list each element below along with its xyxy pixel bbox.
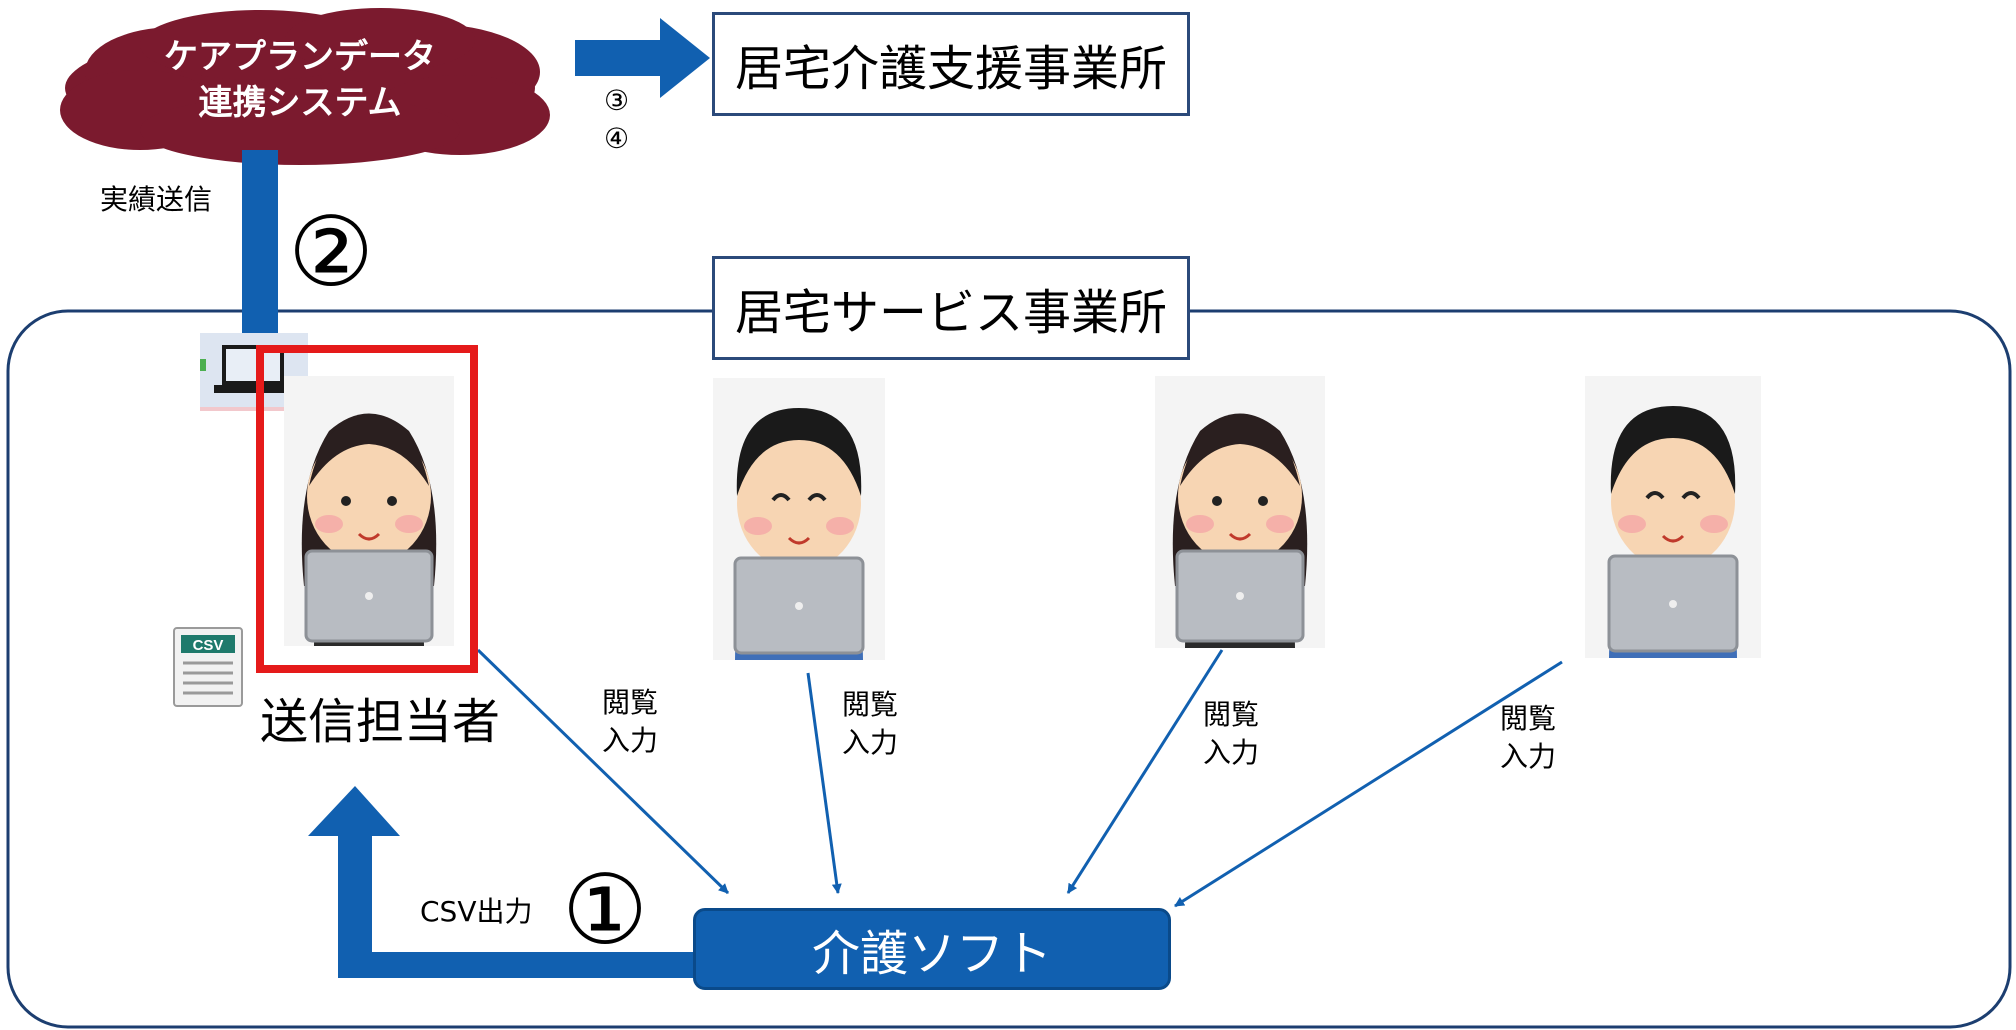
arrow-view-input-3 — [1066, 649, 1224, 894]
service-office-box: 居宅サービス事業所 — [712, 256, 1190, 360]
view-label: 閲覧 — [1203, 698, 1260, 731]
step1-label: ① — [562, 854, 649, 966]
input-label: 入力 — [1500, 740, 1557, 773]
cloud-icon — [60, 8, 550, 165]
service-office-label: 居宅サービス事業所 — [734, 285, 1167, 341]
woman-with-laptop — [1155, 376, 1325, 648]
woman-with-laptop — [284, 376, 454, 646]
send-results-bar — [242, 150, 278, 336]
support-office-box: 居宅介護支援事業所 — [712, 12, 1190, 116]
view-label: 閲覧 — [1500, 702, 1557, 735]
view-input-label-1: 閲覧 入力 — [602, 684, 658, 760]
man-with-laptop — [713, 378, 885, 660]
input-label: 入力 — [602, 724, 659, 757]
man-with-laptop — [1585, 376, 1761, 658]
csv-output-arrow — [308, 786, 696, 978]
view-label: 閲覧 — [842, 688, 899, 721]
step3-label: ③ — [604, 84, 630, 117]
care-software-label: 介護ソフト — [811, 926, 1052, 982]
input-label: 入力 — [842, 726, 899, 759]
sender-label: 送信担当者 — [260, 694, 501, 750]
view-input-label-3: 閲覧 入力 — [1203, 696, 1259, 772]
sender-highlight-frame — [256, 345, 478, 673]
send-results-label: 実績送信 — [100, 183, 213, 216]
step2-label: ② — [288, 196, 375, 308]
input-label: 入力 — [1203, 736, 1260, 769]
arrow-view-input-1 — [476, 648, 730, 895]
view-label: 閲覧 — [602, 686, 659, 719]
support-office-label: 居宅介護支援事業所 — [734, 41, 1167, 97]
csv-icon-text: CSV — [193, 637, 224, 654]
step4-label: ④ — [604, 122, 630, 155]
arrow-to-support-office — [575, 18, 710, 98]
cloud-label-line1: ケアプランデータ — [164, 37, 436, 77]
cloud-label: ケアプランデータ 連携システム — [120, 34, 480, 126]
csv-file-icon: CSV — [173, 627, 243, 707]
arrow-view-input-4 — [1174, 660, 1563, 908]
cloud-label-line2: 連携システム — [198, 83, 402, 123]
arrow-view-input-2 — [806, 672, 842, 894]
csv-output-label: CSV出力 — [420, 895, 533, 928]
view-input-label-4: 閲覧 入力 — [1500, 700, 1556, 776]
care-software-box: 介護ソフト — [693, 908, 1171, 990]
view-input-label-2: 閲覧 入力 — [842, 686, 898, 762]
